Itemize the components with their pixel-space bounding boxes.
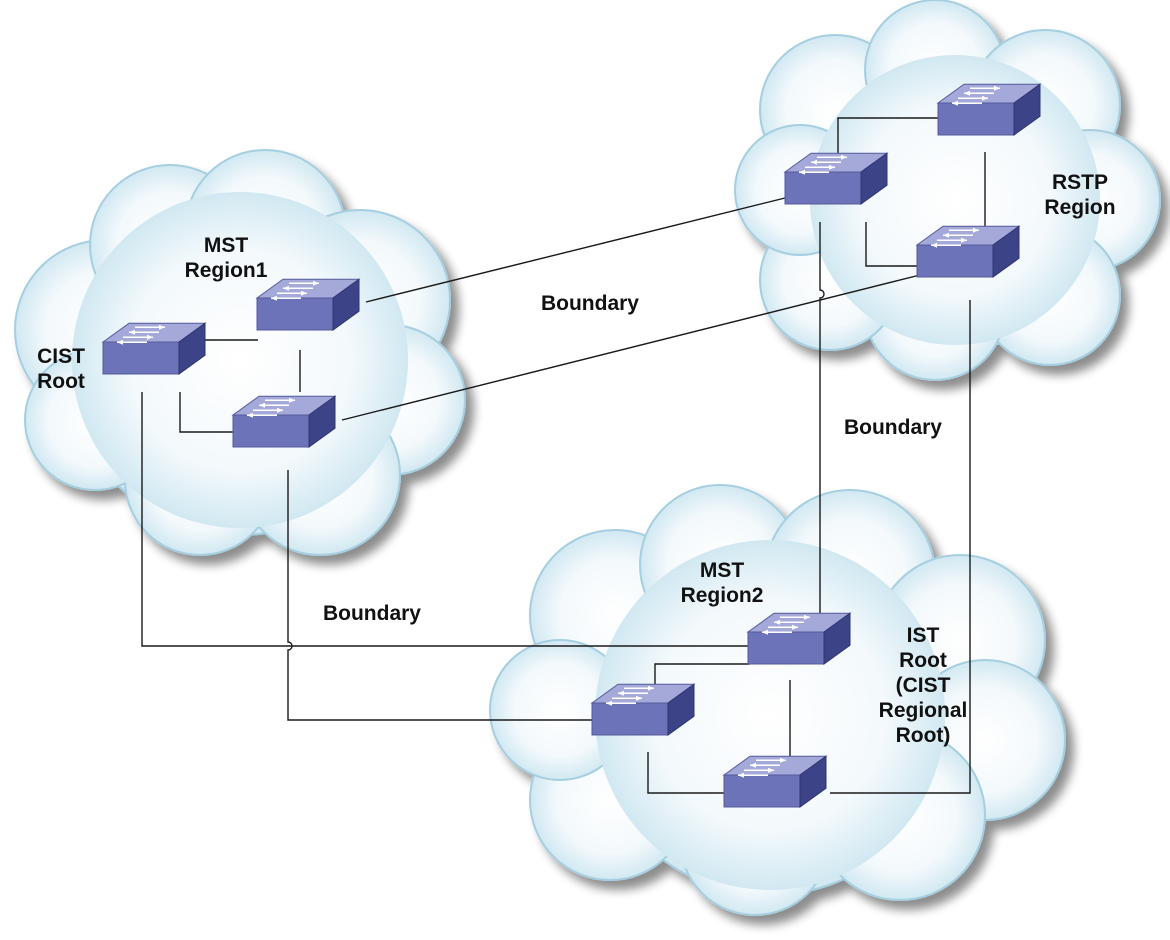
label-mst-region2: MST Region2 bbox=[680, 559, 764, 607]
label-ist-root: IST Root (CIST Regional Root) bbox=[878, 624, 968, 747]
link-rstp-s1-to-rstp-s2 bbox=[837, 117, 940, 165]
switch-region2-left bbox=[590, 683, 696, 736]
cloud-mst-region2 bbox=[489, 484, 1066, 916]
links bbox=[141, 117, 986, 794]
switch-rstp-mid-right bbox=[915, 225, 1021, 278]
link-r1s3-to-rstp-s3 bbox=[341, 274, 921, 421]
switch-rstp-top-right bbox=[936, 83, 1042, 136]
link-r2-root-to-r2s2 bbox=[654, 663, 750, 686]
label-mst-region1: MST Region1 bbox=[184, 234, 268, 282]
link-r1s3-to-r2s2 bbox=[287, 470, 592, 721]
switch-cist-root bbox=[101, 322, 207, 375]
label-boundary-bottom: Boundary bbox=[322, 602, 421, 625]
link-r1s2-to-rstp-s1 bbox=[365, 197, 786, 303]
switch-region2-bottom bbox=[722, 755, 828, 808]
link-rstp-s1-to-r2-root bbox=[819, 222, 825, 615]
label-boundary-top: Boundary bbox=[540, 292, 639, 315]
link-cist-root-to-r2-root bbox=[141, 392, 750, 647]
switch-ist-root bbox=[746, 612, 852, 665]
label-rstp-region: RSTP Region bbox=[1044, 171, 1116, 219]
link-rstp-s1-to-rstp-s3 bbox=[865, 222, 918, 267]
label-boundary-right: Boundary bbox=[843, 416, 942, 439]
switch-rstp-left bbox=[783, 152, 889, 205]
label-cist-root: CIST Root bbox=[37, 345, 85, 393]
link-r2s2-to-r2s3 bbox=[647, 752, 724, 794]
switch-region1-lower bbox=[231, 395, 337, 448]
link-rstp-s3-to-r2s3 bbox=[830, 300, 971, 794]
link-cist-root-to-r1s3 bbox=[179, 392, 235, 433]
switch-region1-upper bbox=[255, 278, 361, 331]
cloud-rstp-region bbox=[734, 0, 1161, 381]
switches bbox=[101, 83, 1042, 808]
